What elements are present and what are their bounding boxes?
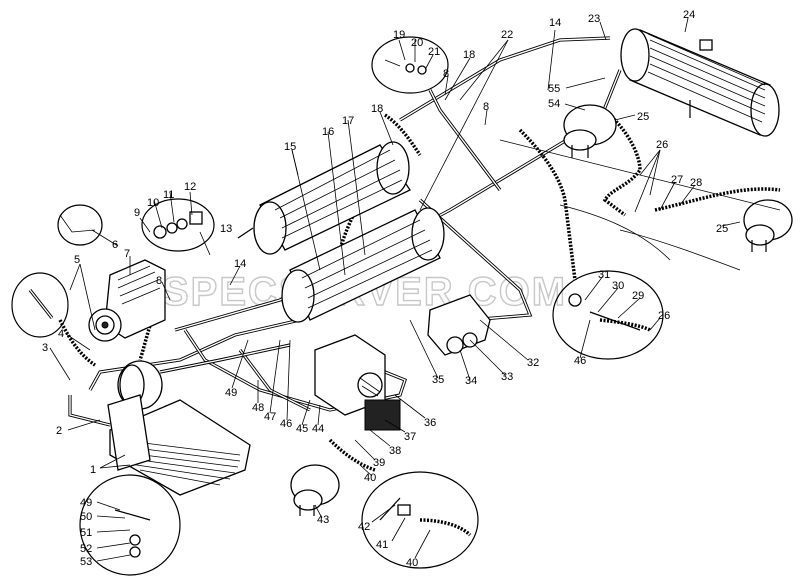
callout-42: 42 [358,521,370,533]
callout-25: 25 [716,223,728,235]
callout-8: 8 [483,101,489,113]
callout-40: 40 [406,557,418,569]
callout-45: 45 [296,423,308,435]
radiator [107,394,251,496]
callout-36: 36 [424,417,436,429]
callout-3: 3 [42,342,48,354]
callout-37: 37 [404,431,416,443]
callout-52: 52 [80,543,92,555]
callout-38: 38 [389,445,401,457]
callout-23: 23 [588,13,600,25]
air-tank-24 [620,28,780,137]
inset-detail-circles [11,36,664,576]
callout-16: 16 [322,126,334,138]
callout-14: 14 [549,17,561,29]
callout-8: 8 [156,275,162,287]
callout-6: 6 [112,239,118,251]
callout-29: 29 [632,290,644,302]
callout-5: 5 [74,254,80,266]
valve-34 [427,294,491,356]
callout-10: 10 [147,197,159,209]
pipe-lines [68,36,622,427]
callout-49: 49 [225,387,237,399]
callout-46: 46 [280,418,292,430]
callout-30: 30 [612,280,624,292]
callout-51: 51 [80,527,92,539]
callout-49: 49 [80,497,92,509]
callout-40: 40 [364,472,376,484]
callout-12: 12 [184,181,196,193]
callout-15: 15 [284,141,296,153]
leader-lines [49,17,741,562]
callout-18: 18 [371,103,383,115]
callout-26: 26 [658,310,670,322]
callout-34: 34 [465,375,477,387]
callout-8: 8 [443,68,449,80]
callout-48: 48 [252,402,264,414]
callout-2: 2 [56,425,62,437]
callout-11: 11 [163,189,174,201]
brake-valve [314,334,401,431]
callout-21: 21 [428,46,440,58]
callout-43: 43 [317,514,329,526]
callout-39: 39 [373,457,385,469]
callout-31: 31 [598,269,610,281]
callout-47: 47 [264,411,276,423]
brake-chamber-43-lower [290,464,340,516]
callout-53: 53 [80,556,92,568]
callout-17: 17 [342,115,354,127]
air-tank-16 [237,141,411,255]
callout-18: 18 [463,49,475,61]
callout-28: 28 [690,177,702,189]
callout-labels: 19 20 21 22 14 23 24 18 8 55 54 25 8 18 … [42,9,728,569]
callout-33: 33 [501,371,513,383]
callout-27: 27 [671,174,683,186]
callout-26: 26 [656,139,668,151]
callout-35: 35 [432,374,444,386]
callout-14: 14 [234,258,246,270]
callout-41: 41 [376,539,388,551]
callout-13: 13 [220,223,232,235]
callout-50: 50 [80,511,92,523]
frame-contour [499,139,781,271]
callout-32: 32 [527,357,539,369]
brake-chamber-25-right [743,199,793,252]
callout-22: 22 [501,29,513,41]
compressor [88,259,166,342]
callout-7: 7 [124,248,130,260]
callout-46: 46 [574,355,586,367]
callout-55: 55 [548,83,560,95]
callout-24: 24 [683,9,695,21]
callout-44: 44 [312,423,324,435]
flexible-hoses [58,106,781,537]
callout-20: 20 [411,37,423,49]
callout-9: 9 [134,207,140,219]
callout-54: 54 [548,98,560,110]
air-tank-35 [281,207,445,323]
callout-19: 19 [393,29,405,41]
callout-1: 1 [90,464,96,476]
callout-4: 4 [58,328,64,340]
callout-25: 25 [637,111,649,123]
brake-chamber-25-upper [563,104,617,158]
